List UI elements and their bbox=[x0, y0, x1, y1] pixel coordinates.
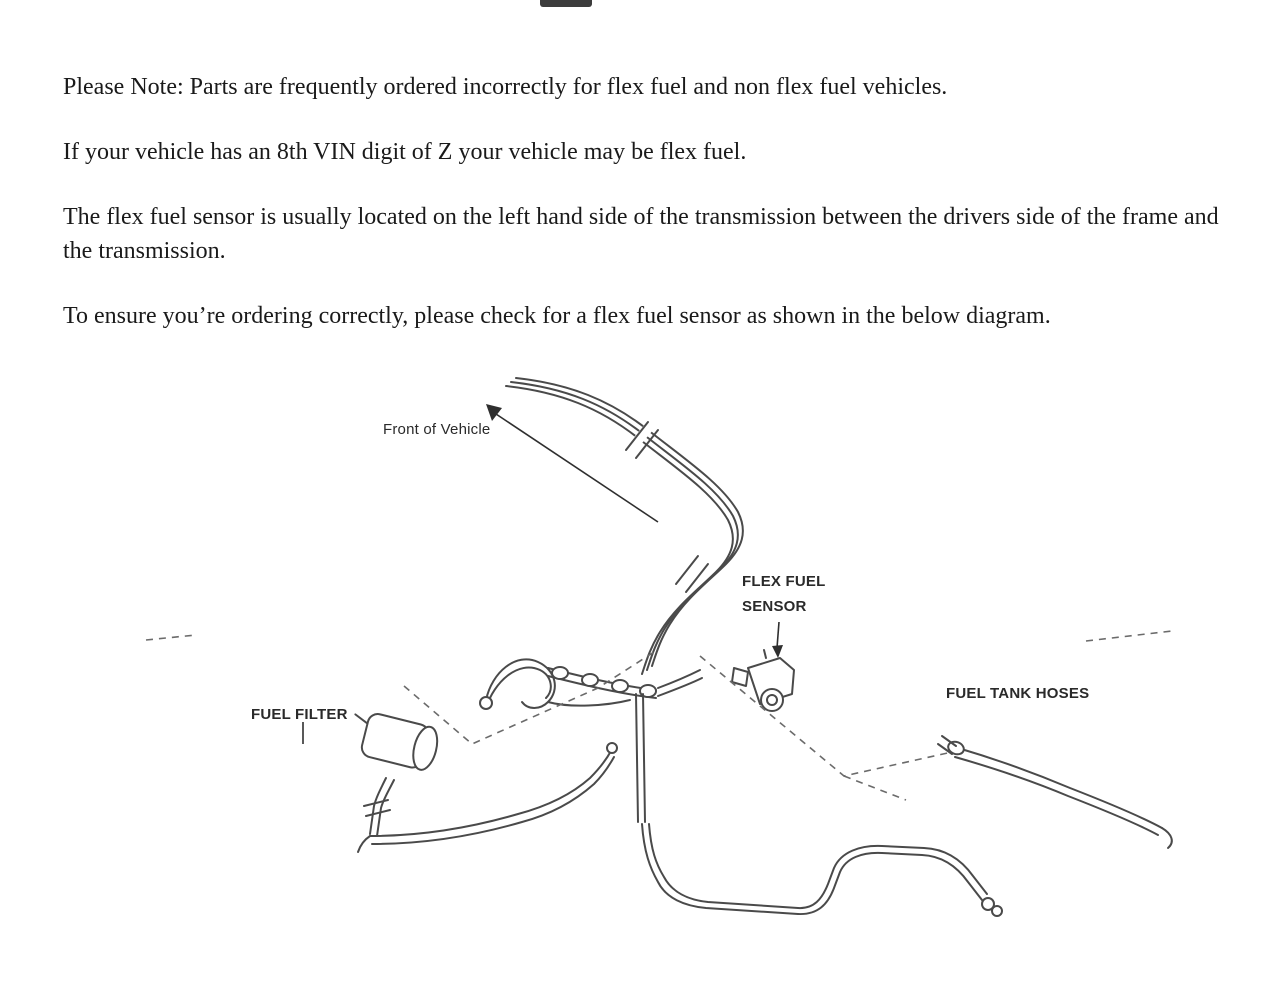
main-fuel-line-bundle bbox=[505, 377, 744, 675]
notice-paragraph-1: Please Note: Parts are frequently ordere… bbox=[63, 74, 948, 100]
front-of-vehicle-arrow-line bbox=[495, 413, 659, 523]
center-drop-line bbox=[635, 693, 646, 823]
front-of-vehicle-arrowhead bbox=[486, 404, 502, 421]
flex-fuel-sensor-shape bbox=[731, 649, 795, 712]
bottom-hose bbox=[641, 823, 1003, 917]
line-break-marks bbox=[623, 409, 713, 593]
annotation-arrows bbox=[302, 404, 783, 744]
flex-fuel-sensor-label-line2: SENSOR bbox=[742, 598, 807, 615]
lower-left-tube bbox=[357, 742, 618, 853]
flex-fuel-sensor-label-line1: FLEX FUEL bbox=[742, 573, 826, 590]
fuel-tank-hoses-label: FUEL TANK HOSES bbox=[946, 685, 1090, 702]
fuel-filter-label: FUEL FILTER bbox=[251, 706, 348, 723]
cropped-image-artifact bbox=[540, 0, 592, 7]
notice-paragraph-3: The flex fuel sensor is usually located … bbox=[63, 204, 1219, 265]
junction-fittings bbox=[547, 666, 657, 699]
notice-paragraph-4: To ensure you’re ordering correctly, ple… bbox=[63, 303, 1051, 330]
fuel-tank-hoses-lines bbox=[937, 735, 1173, 849]
notice-text-block: Please Note: Parts are frequently ordere… bbox=[63, 70, 1223, 364]
flex-fuel-sensor-label: FLEX FUEL SENSOR bbox=[742, 569, 825, 619]
sensor-arrowhead bbox=[772, 645, 783, 658]
hidden-routing-dashed bbox=[145, 630, 1173, 801]
front-of-vehicle-label: Front of Vehicle bbox=[383, 421, 491, 438]
left-hose-loop bbox=[479, 658, 631, 710]
junction-right-stub bbox=[657, 669, 703, 697]
sensor-arrow-line bbox=[776, 621, 780, 649]
filter-inlet-tube bbox=[363, 777, 395, 837]
fuel-filter-shape bbox=[354, 713, 439, 771]
notice-paragraph-2: If your vehicle has an 8th VIN digit of … bbox=[63, 139, 747, 166]
